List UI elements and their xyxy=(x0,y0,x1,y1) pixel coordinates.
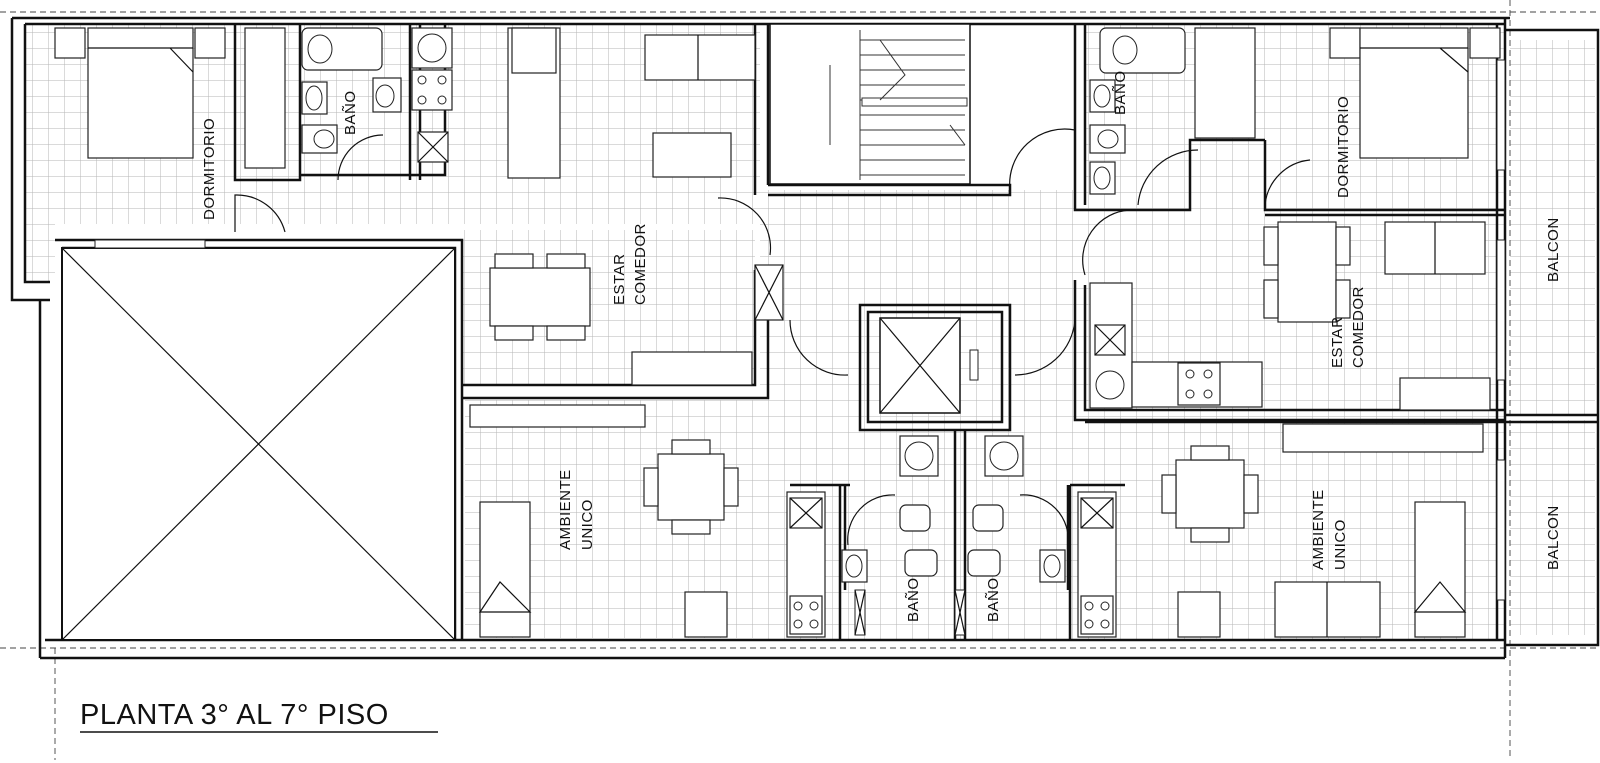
doors xyxy=(234,128,1311,546)
label-balcon-top: BALCON xyxy=(1545,217,1562,282)
staircase xyxy=(769,23,971,185)
label-dormitorio-right: DORMITORIO xyxy=(1335,96,1352,198)
label-comedor-left: COMEDOR xyxy=(632,223,649,305)
light-well xyxy=(61,247,456,641)
label-bano-bottom-2: BAÑO xyxy=(985,577,1002,622)
label-bano-bottom-1: BAÑO xyxy=(905,577,922,622)
elevator xyxy=(879,317,979,414)
label-estar-right: ESTAR xyxy=(1329,317,1346,368)
label-comedor-right: COMEDOR xyxy=(1350,286,1367,368)
label-unico-right: UNICO xyxy=(1332,519,1349,570)
label-bano-top-left: BAÑO xyxy=(342,90,359,135)
label-balcon-bottom: BALCON xyxy=(1545,505,1562,570)
label-ambiente-left: AMBIENTE xyxy=(557,469,574,550)
furniture xyxy=(54,27,1501,638)
room-labels: DORMITORIO BAÑO ESTAR COMEDOR BAÑO DORMI… xyxy=(201,70,1562,622)
label-ambiente-right: AMBIENTE xyxy=(1310,489,1327,570)
windows xyxy=(94,59,1506,636)
label-unico-left: UNICO xyxy=(579,499,596,550)
label-dormitorio-left: DORMITORIO xyxy=(201,118,218,220)
drawing-title: PLANTA 3° AL 7° PISO xyxy=(80,699,389,731)
label-estar-left: ESTAR xyxy=(611,254,628,305)
label-bano-top-right: BAÑO xyxy=(1112,70,1129,115)
